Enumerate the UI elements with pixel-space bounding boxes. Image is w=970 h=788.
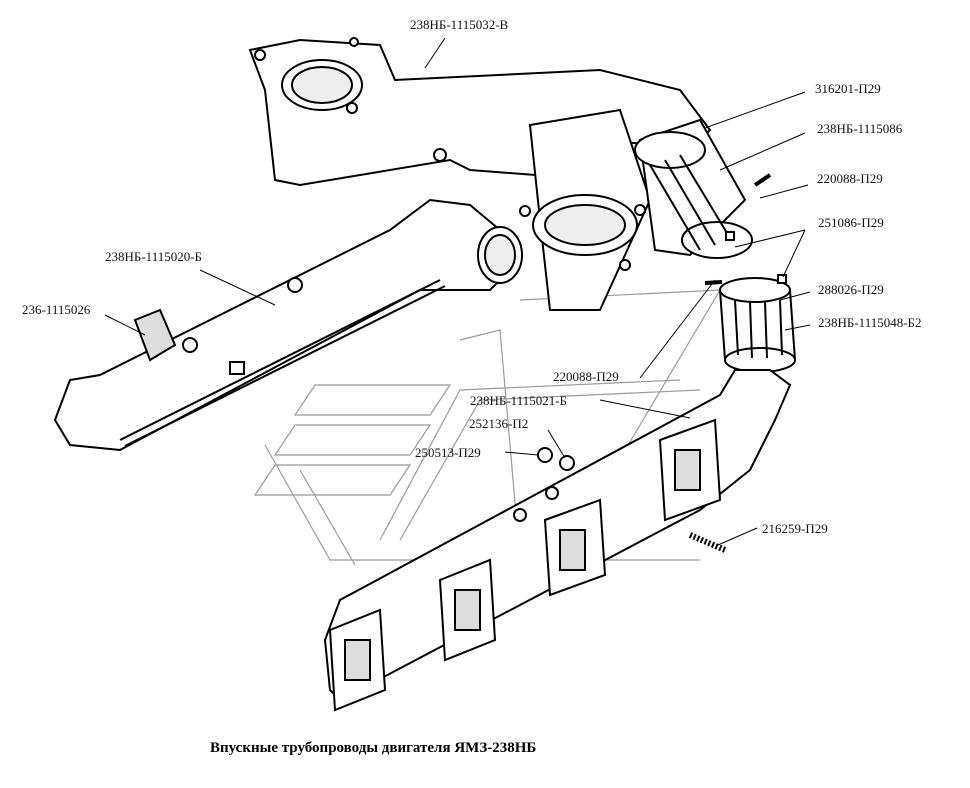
label-right-manifold: 238НБ-1115021-Б	[470, 393, 568, 408]
flange-2	[438, 558, 497, 662]
right-manifold-drawing	[323, 369, 792, 712]
label-nut: 250513-П29	[415, 445, 481, 460]
label-upper-manifold: 238НБ-1115032-В	[410, 17, 509, 32]
flange-3	[543, 498, 607, 597]
label-clamp-lower: 288026-П29	[818, 282, 884, 297]
label-hose-top: 238НБ-1115086	[817, 121, 903, 136]
flange-1	[328, 608, 387, 712]
label-hose-lower: 238НБ-1115048-Б2	[818, 315, 922, 330]
left-manifold-drawing	[53, 198, 523, 452]
label-gasket: 236-1115026	[22, 302, 91, 317]
flange-4	[658, 418, 722, 522]
hose-lower-drawing	[718, 277, 797, 373]
label-stud: 216259-П29	[762, 521, 828, 536]
label-left-manifold: 238НБ-1115020-Б	[105, 249, 203, 264]
label-bolt-lower: 220088-П29	[553, 369, 619, 384]
small-parts-drawing	[537, 173, 787, 553]
label-clamp-top: 316201-П29	[815, 81, 881, 96]
label-washer: 252136-П2	[469, 416, 529, 431]
label-nut-square: 251086-П29	[818, 215, 884, 230]
label-bolt-top: 220088-П29	[817, 171, 883, 186]
leader-lines	[104, 37, 811, 546]
diagram-caption: Впускные трубопроводы двигателя ЯМЗ-238Н…	[210, 740, 537, 756]
